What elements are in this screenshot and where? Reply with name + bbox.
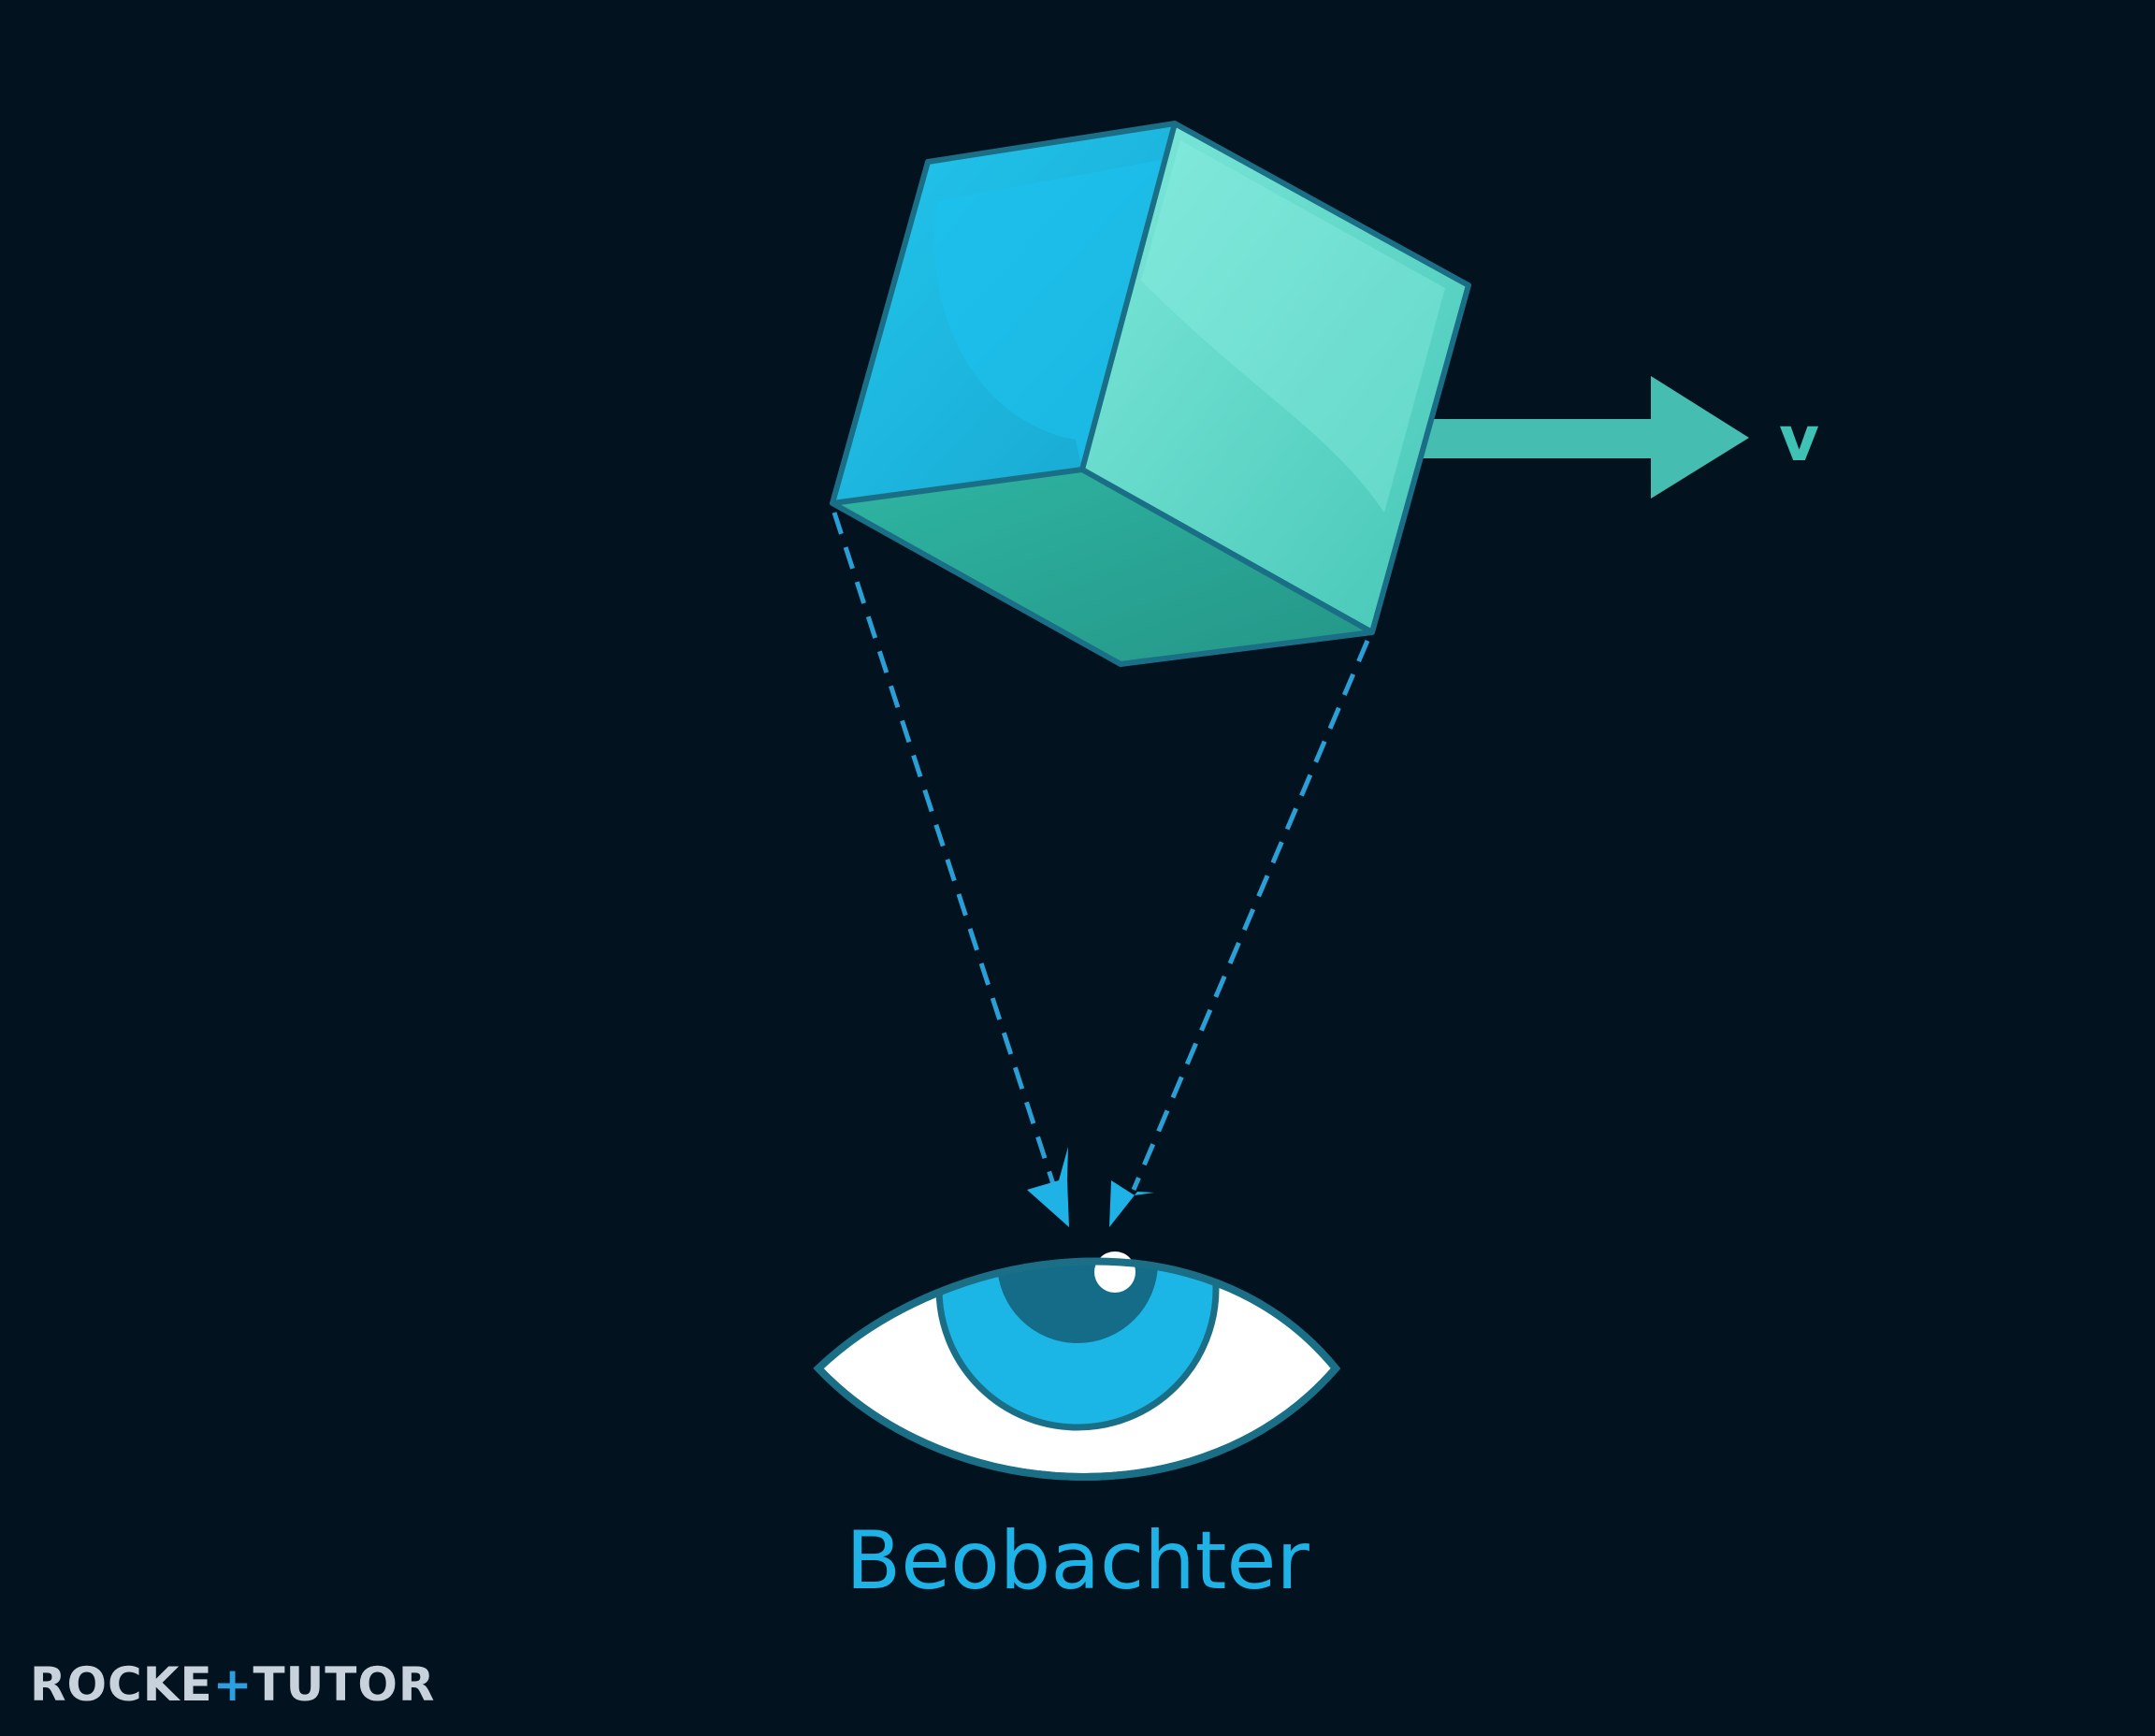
velocity-label: v — [1779, 403, 1819, 475]
velocity-arrow — [1403, 376, 1749, 499]
arrow-right-icon — [1403, 376, 1749, 499]
logo-part-2: + — [213, 1657, 253, 1712]
cube-left-face-highlight — [933, 159, 1165, 470]
light-rays — [832, 512, 1370, 1227]
eye-icon — [813, 1251, 1341, 1481]
light-ray-right — [1131, 640, 1370, 1191]
logo: ROCKE+TUTOR — [30, 1657, 435, 1712]
cube-icon — [830, 121, 1471, 667]
light-ray-left-arrowhead — [1027, 1147, 1069, 1227]
cube-edges — [830, 121, 1471, 667]
logo-text: ROCKE+TUTOR — [30, 1657, 435, 1712]
cube-right-face — [1082, 123, 1468, 632]
eye-outline — [813, 1257, 1341, 1481]
light-ray-left — [832, 512, 1058, 1191]
cube-bottom-face — [832, 470, 1372, 664]
logo-part-4: R — [398, 1657, 436, 1712]
observer-label: Beobachter — [846, 1514, 1309, 1608]
cube-right-face-highlight — [1141, 140, 1445, 513]
logo-part-1: ROCKE — [30, 1657, 213, 1712]
logo-part-3: TUTO — [253, 1657, 398, 1712]
light-ray-right-arrowhead — [1109, 1180, 1154, 1227]
